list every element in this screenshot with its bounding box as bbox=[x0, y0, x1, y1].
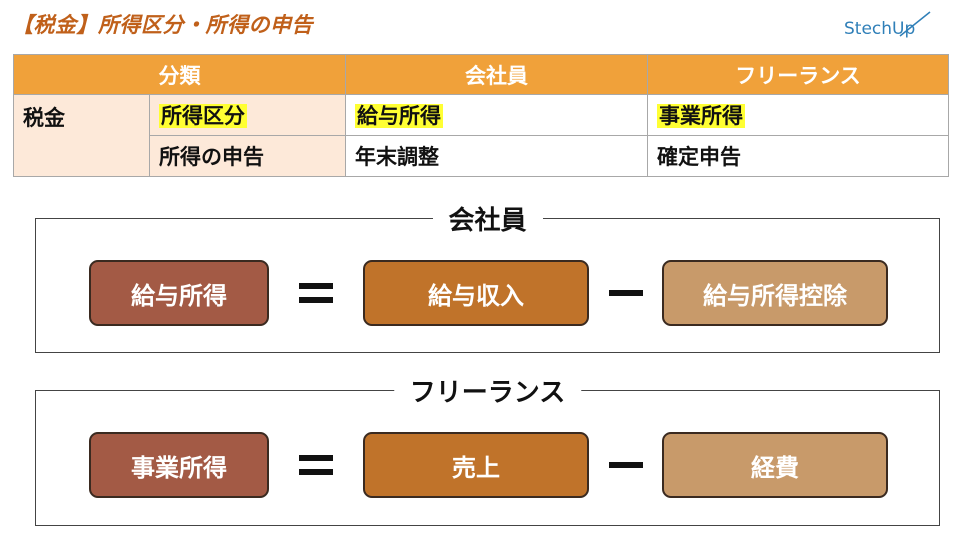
header-employee: 会社員 bbox=[345, 54, 648, 95]
category-cell: 税金 bbox=[13, 94, 150, 177]
formula-result-box: 給与所得 bbox=[89, 260, 269, 326]
employee-cell: 給与所得 bbox=[345, 94, 648, 136]
employee-cell-text: 給与所得 bbox=[355, 104, 443, 128]
row-label: 所得区分 bbox=[149, 94, 346, 136]
row-label-text: 所得区分 bbox=[159, 104, 247, 128]
formula-term2-box: 給与所得控除 bbox=[662, 260, 888, 326]
slide-title: 【税金】所得区分・所得の申告 bbox=[12, 13, 313, 37]
employee-cell: 年末調整 bbox=[345, 135, 648, 177]
employee-formula-panel: 会社員 給与所得 給与収入 給与所得控除 bbox=[35, 200, 940, 353]
freelance-cell-text: 事業所得 bbox=[657, 104, 745, 128]
freelance-cell: 事業所得 bbox=[647, 94, 949, 136]
formula-result-box: 事業所得 bbox=[89, 432, 269, 498]
header-freelance: フリーランス bbox=[647, 54, 949, 95]
panel-title: フリーランス bbox=[393, 372, 582, 409]
equals-sign bbox=[294, 432, 338, 498]
formula-term2-box: 経費 bbox=[662, 432, 888, 498]
minus-sign bbox=[604, 260, 648, 326]
row-label: 所得の申告 bbox=[149, 135, 346, 177]
minus-sign bbox=[604, 432, 648, 498]
panel-title: 会社員 bbox=[432, 200, 543, 237]
freelance-formula-panel: フリーランス 事業所得 売上 経費 bbox=[35, 372, 940, 526]
formula-term1-box: 売上 bbox=[363, 432, 589, 498]
table-row: 所得の申告 年末調整 確定申告 bbox=[14, 135, 949, 177]
table-row: 税金 所得区分 給与所得 事業所得 bbox=[13, 94, 949, 177]
stechup-logo: StechUp bbox=[844, 11, 931, 39]
header-category: 分類 bbox=[13, 54, 346, 95]
table-header-row: 分類 会社員 フリーランス bbox=[13, 54, 949, 95]
freelance-cell: 確定申告 bbox=[647, 135, 949, 177]
logo-text: StechUp bbox=[844, 19, 915, 39]
equals-sign bbox=[294, 260, 338, 326]
formula-term1-box: 給与収入 bbox=[363, 260, 589, 326]
tax-comparison-table: 分類 会社員 フリーランス 税金 所得区分 給与所得 事業所得 所得の申告 年末… bbox=[13, 54, 949, 177]
